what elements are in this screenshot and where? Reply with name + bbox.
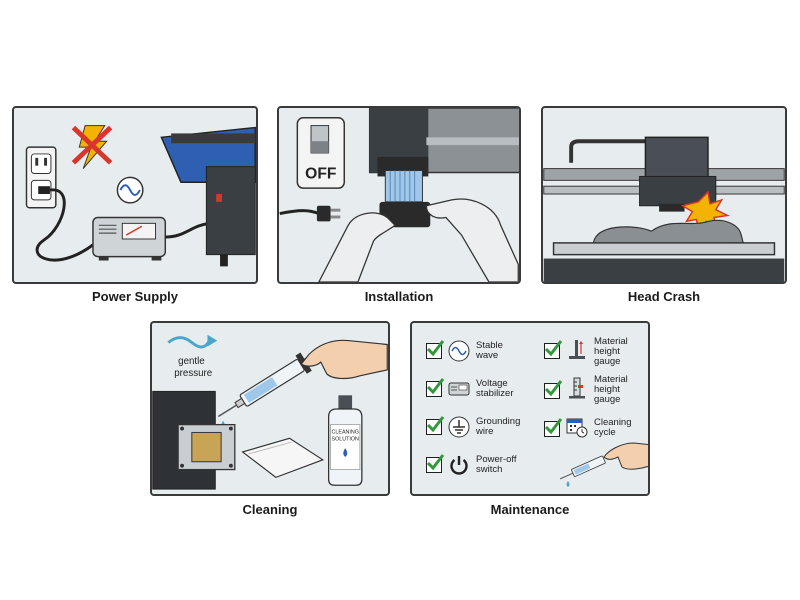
wall-outlet-icon (25, 146, 57, 209)
off-switch-icon: OFF (296, 117, 345, 189)
checkbox-checked (426, 340, 445, 359)
power-supply-illustration (25, 125, 256, 267)
check-icon (426, 416, 445, 433)
print-head-icon (152, 390, 236, 490)
check-icon (426, 378, 445, 395)
sine-wave-icon (116, 176, 144, 204)
cleaning-panel: gentle pressure (150, 321, 390, 496)
power-supply-panel (12, 106, 258, 284)
checkbox-checked (544, 380, 563, 399)
panel-caption-head-crash: Head Crash (627, 289, 701, 304)
maintenance-item-label: Voltage stabilizer (476, 378, 514, 399)
checkbox-checked (426, 416, 445, 435)
panel-caption-installation: Installation (364, 289, 434, 304)
installation-illustration: OFF (279, 108, 519, 282)
off-label: OFF (305, 165, 336, 182)
checkbox-checked (426, 454, 445, 473)
checkbox-checked (426, 378, 445, 397)
head-crash-panel (541, 106, 787, 284)
checkbox-checked (544, 418, 563, 437)
check-icon (426, 454, 445, 471)
ribbon-cable (379, 170, 431, 228)
installation-panel: OFF (277, 106, 521, 284)
maintenance-item-label: Material height gauge (594, 336, 628, 367)
check-icon (544, 418, 563, 435)
check-icon (544, 340, 563, 357)
maintenance-item-label: Stable wave (476, 340, 503, 361)
hand-syringe-illustration (559, 442, 648, 487)
bottle-label-line1: CLEANING (332, 429, 359, 435)
cleaning-solution-bottle-icon: CLEANING SOLUTION (327, 395, 363, 486)
checkbox-checked (544, 340, 563, 359)
cleaning-cloth-icon (241, 437, 325, 479)
gentle-label: gentle (178, 356, 205, 367)
check-icon (426, 340, 445, 357)
voltage-stabilizer-icon (92, 216, 167, 261)
panel-caption-power-supply: Power Supply (92, 289, 178, 304)
maintenance-item-label: Power-off switch (476, 454, 517, 475)
lightning-warning-icon (71, 125, 113, 169)
ruler-gauge-icon (566, 377, 588, 399)
print-head-icon (639, 136, 717, 212)
maintenance-item-label: Cleaning cycle (594, 417, 632, 438)
cleaning-illustration: gentle pressure (152, 334, 388, 490)
voltage-stabilizer-icon (448, 378, 470, 400)
calendar-clock-icon (566, 416, 588, 438)
maintenance-panel: Stable wave Voltage stabilizer Grounding… (410, 321, 650, 496)
maintenance-item-label: Grounding wire (476, 416, 521, 437)
ground-icon (448, 416, 470, 438)
power-plug-icon (279, 205, 341, 222)
gloved-hands (318, 198, 519, 282)
maintenance-item-label: Material height gauge (594, 374, 628, 405)
panel-caption-cleaning: Cleaning (242, 502, 298, 517)
bottle-label-line2: SOLUTION (332, 436, 360, 442)
head-crash-illustration (543, 136, 785, 282)
panel-caption-maintenance: Maintenance (490, 502, 570, 517)
power-icon (448, 454, 470, 476)
hand-icon (300, 339, 388, 380)
pressure-label: pressure (174, 368, 212, 379)
check-icon (544, 380, 563, 397)
sine-wave-icon (448, 340, 470, 362)
height-gauge-icon (566, 338, 588, 360)
printer-icon (160, 126, 256, 267)
